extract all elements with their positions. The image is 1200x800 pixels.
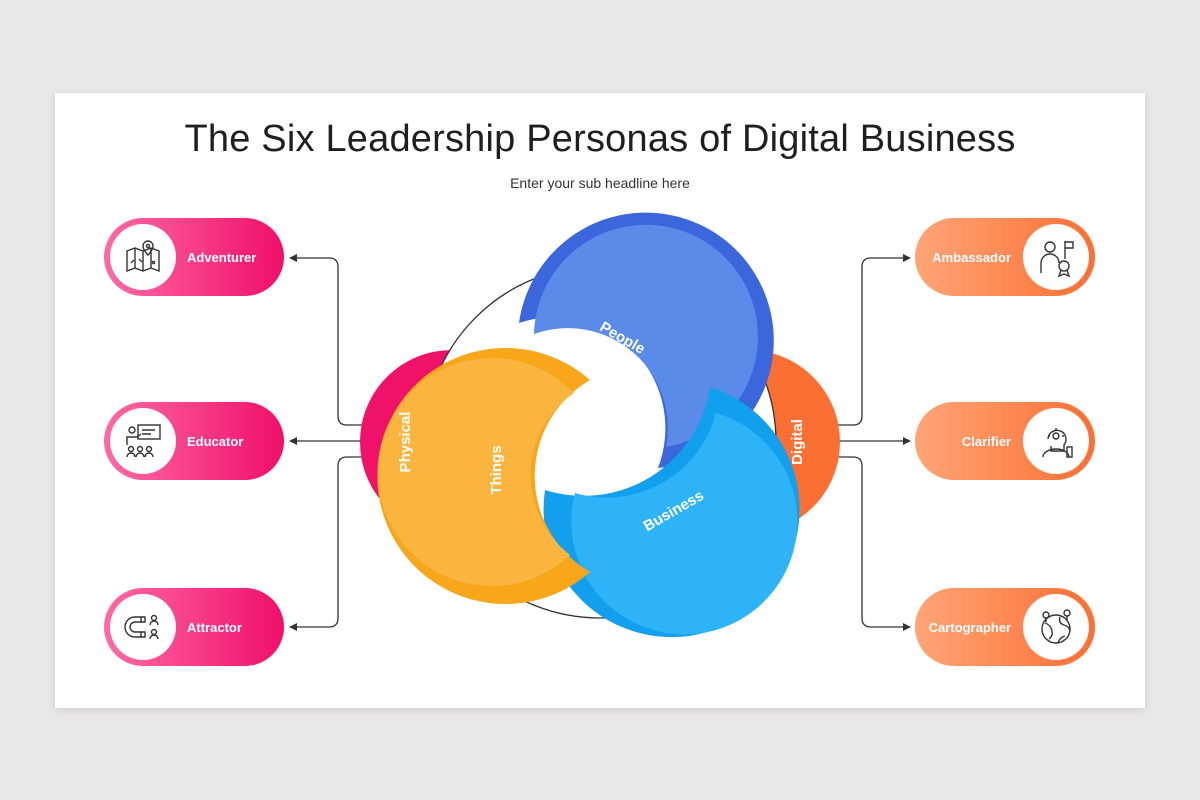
persona-attractor[interactable]: Attractor: [104, 588, 284, 666]
map-pin-icon: [110, 224, 176, 290]
segment-label-things: Things: [488, 445, 505, 494]
persona-label: Educator: [187, 433, 244, 449]
thinking-person-icon: [1023, 408, 1089, 474]
globe-pin-icon: [1023, 594, 1089, 660]
physical-label: Physical: [397, 412, 414, 473]
persona-label: Ambassador: [932, 249, 1011, 265]
digital-label: Digital: [789, 419, 806, 465]
right-arrowheads: [903, 254, 911, 631]
left-arrowheads: [289, 254, 297, 631]
flag-person-icon: [1023, 224, 1089, 290]
page-subtitle: Enter your sub headline here: [510, 175, 690, 191]
persona-label: Clarifier: [961, 433, 1011, 449]
magnet-people-icon: [110, 594, 176, 660]
persona-label: Attractor: [187, 619, 242, 635]
things-segment: [377, 347, 590, 604]
persona-label: Adventurer: [187, 249, 257, 265]
right-connectors: [838, 257, 907, 628]
persona-cartographer[interactable]: Cartographer: [915, 588, 1095, 666]
left-connectors: [293, 257, 362, 628]
teacher-board-icon: [110, 408, 176, 474]
persona-label: Cartographer: [928, 619, 1011, 635]
business-segment: [543, 387, 800, 638]
persona-adventurer[interactable]: Adventurer: [104, 218, 284, 296]
page-title: The Six Leadership Personas of Digital B…: [184, 118, 1016, 160]
persona-educator[interactable]: Educator: [104, 402, 284, 480]
persona-clarifier[interactable]: Clarifier: [915, 402, 1095, 480]
persona-ambassador[interactable]: Ambassador: [915, 218, 1095, 296]
